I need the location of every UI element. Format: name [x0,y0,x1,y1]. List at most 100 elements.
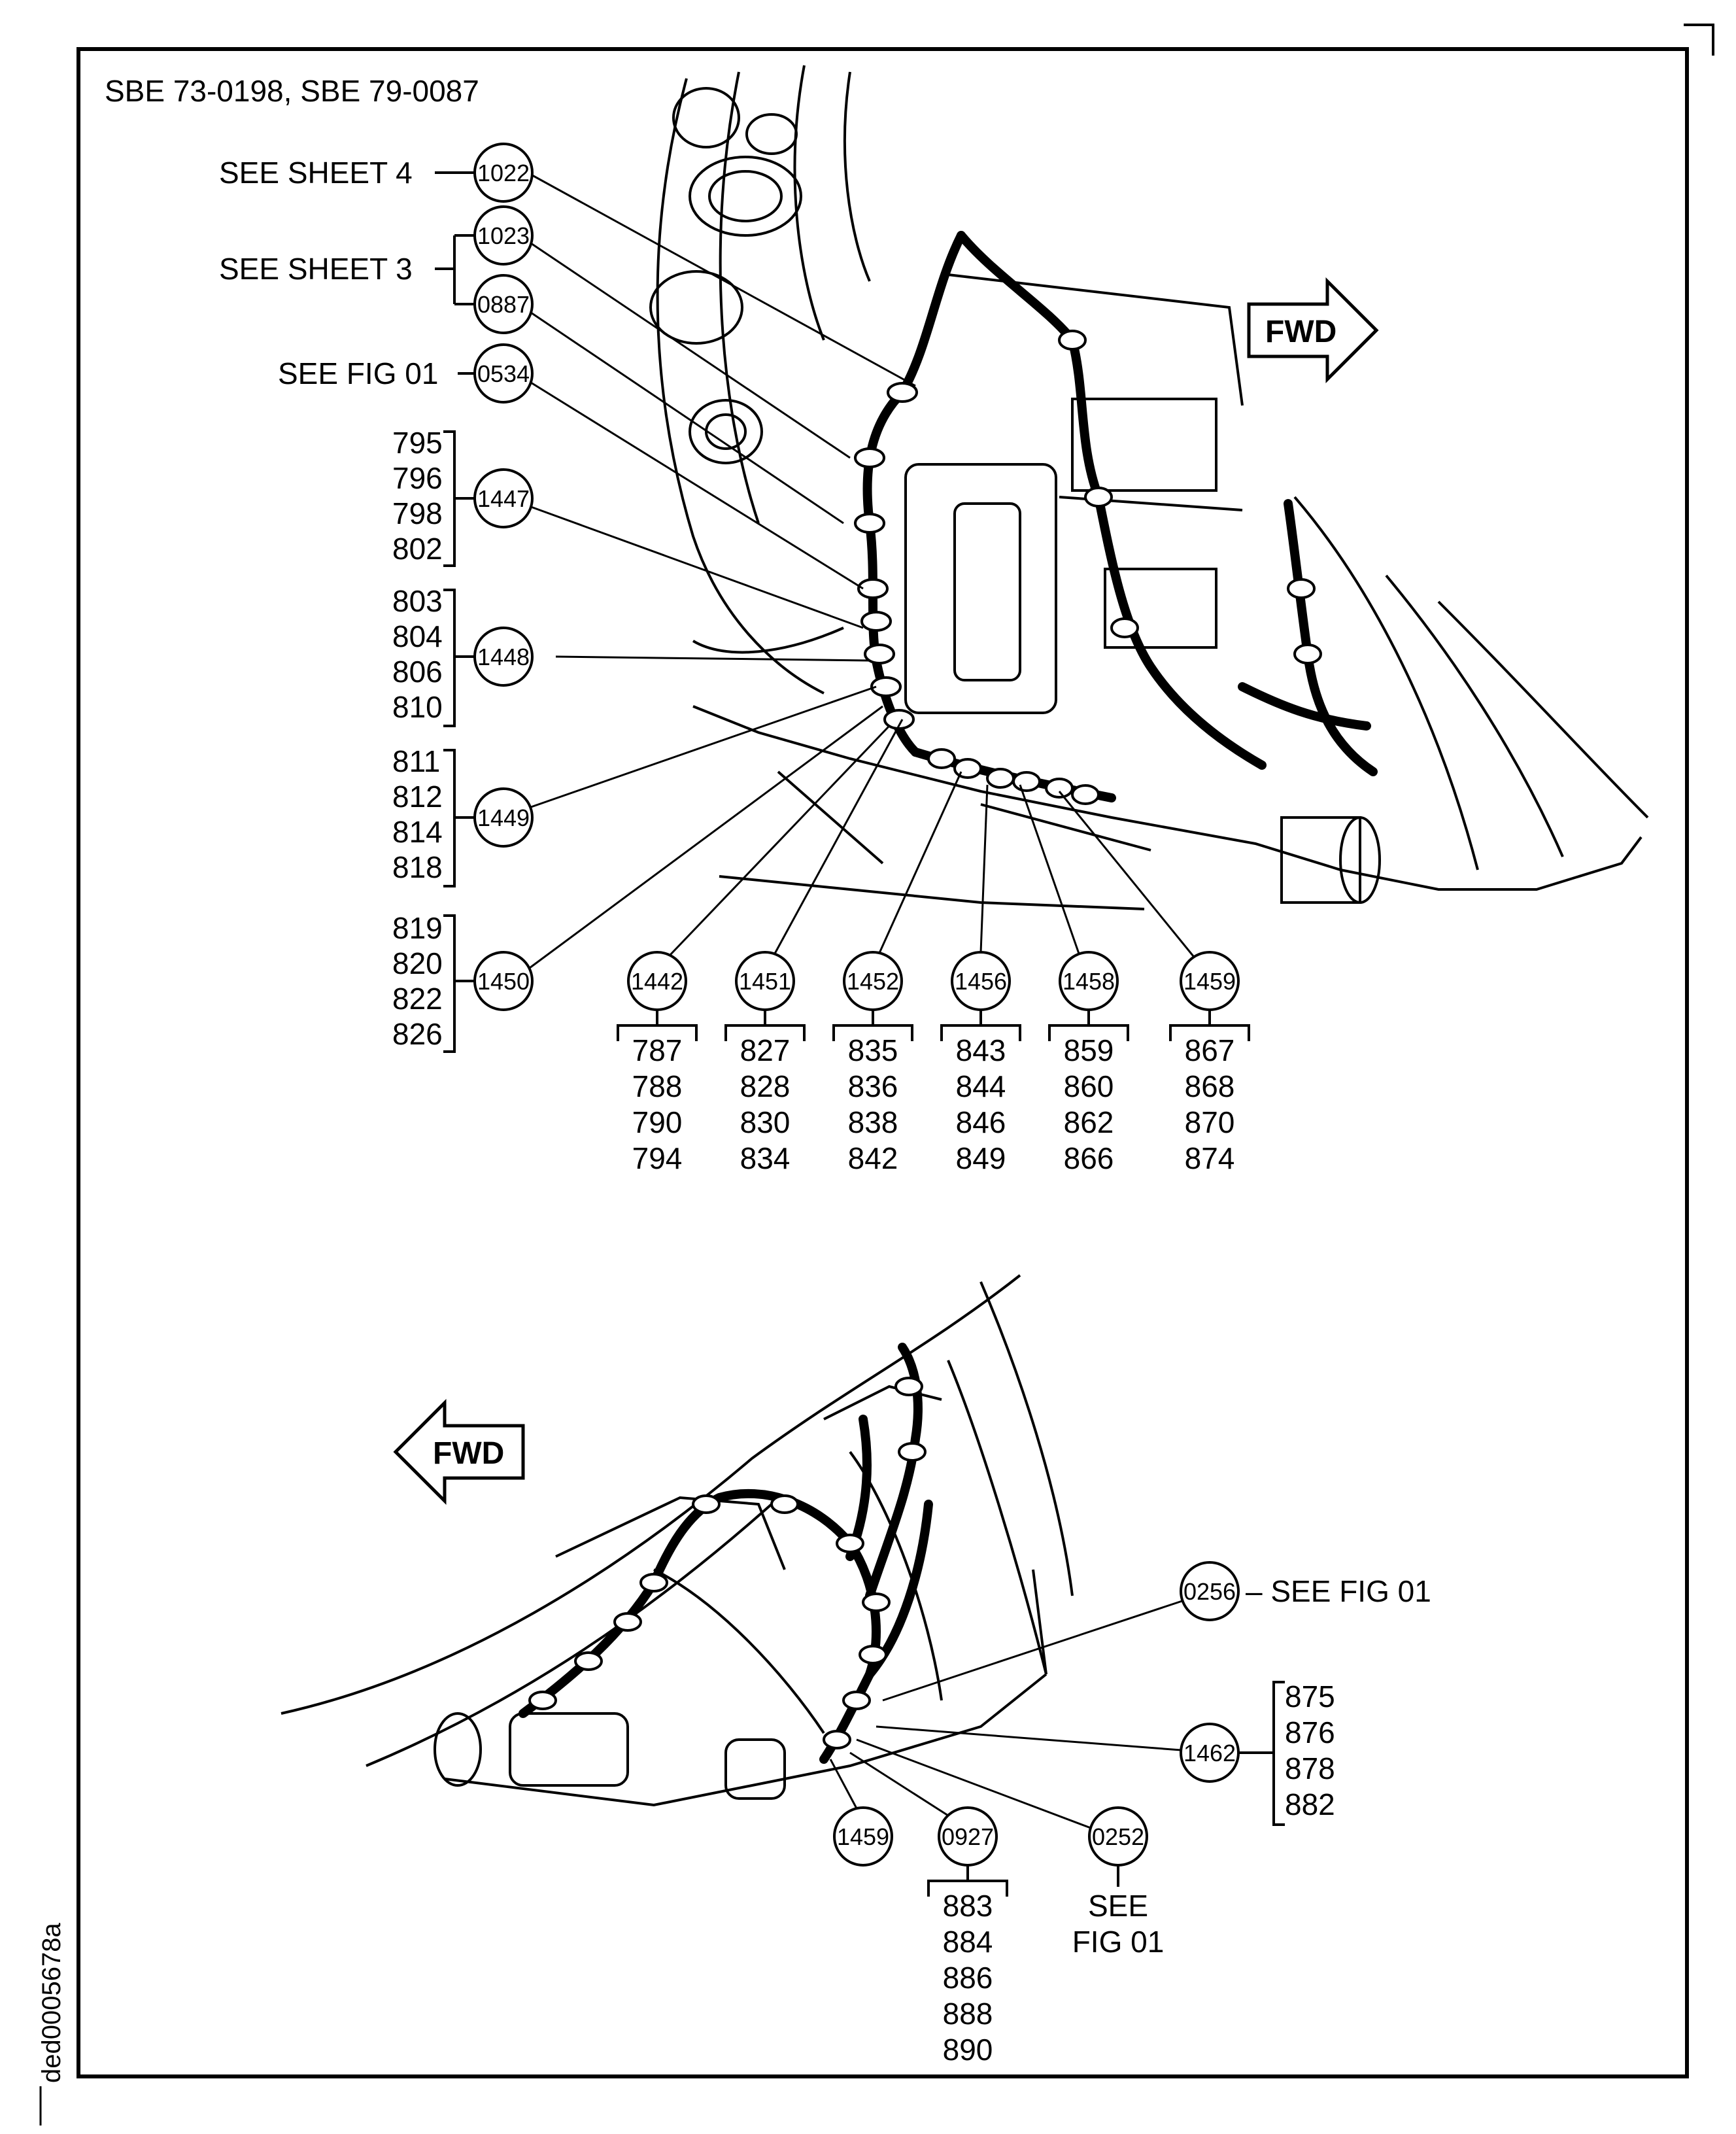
svg-text:843: 843 [956,1033,1006,1067]
svg-text:874: 874 [1185,1141,1235,1175]
group-1442: 1442 787 788 790 794 [617,725,891,1175]
svg-text:846: 846 [956,1105,1006,1139]
svg-text:886: 886 [943,1961,993,1995]
svg-text:826: 826 [392,1017,443,1051]
callout-1459-lower: 1459 [829,1759,893,1867]
group-1447: 795 796 798 802 1447 [392,426,864,629]
callout-1022: SEE SHEET 4 1022 [219,143,916,387]
svg-text:794: 794 [632,1141,683,1175]
lower-clamps [528,1377,927,1749]
svg-text:795: 795 [392,426,443,460]
svg-text:827: 827 [740,1033,791,1067]
group-1452: 1452 835 836 838 842 [832,771,962,1175]
fwd-arrow-lower: FWD [393,1398,525,1506]
svg-text:0887: 0887 [477,291,530,318]
group-1450: 819 820 822 826 1450 [392,705,883,1053]
svg-text:SEE SHEET 4: SEE SHEET 4 [219,156,413,190]
svg-text:1450: 1450 [477,968,530,995]
svg-text:888: 888 [943,1997,993,2031]
svg-text:849: 849 [956,1141,1006,1175]
group-1462: 1462 875 876 878 882 [876,1679,1335,1826]
svg-text:868: 868 [1185,1069,1235,1103]
svg-text:862: 862 [1064,1105,1114,1139]
svg-text:835: 835 [848,1033,898,1067]
svg-text:1459: 1459 [1183,968,1236,995]
group-1458: 1458 859 860 862 866 [1019,784,1129,1175]
svg-text:0534: 0534 [477,360,530,387]
svg-text:1462: 1462 [1183,1740,1236,1766]
svg-text:0256: 0256 [1183,1578,1236,1605]
svg-text:867: 867 [1185,1033,1235,1067]
svg-text:820: 820 [392,946,443,980]
group-1448: 803 804 806 810 1448 [392,584,870,727]
svg-text:884: 884 [943,1925,993,1959]
fwd-arrow-upper: FWD [1247,277,1379,384]
svg-text:812: 812 [392,780,443,814]
svg-text:870: 870 [1185,1105,1235,1139]
svg-text:804: 804 [392,619,443,653]
svg-text:818: 818 [392,850,443,884]
group-1456: 1456 843 844 846 849 [940,784,1021,1175]
svg-text:787: 787 [632,1033,683,1067]
callout-0534: SEE FIG 01 0534 [278,343,864,590]
svg-text:– SEE FIG 01: – SEE FIG 01 [1246,1574,1431,1608]
group-1459: 1459 867 868 870 874 [1058,791,1250,1175]
svg-text:1452: 1452 [847,968,899,995]
svg-text:860: 860 [1064,1069,1114,1103]
svg-text:SEE SHEET 3: SEE SHEET 3 [219,252,413,286]
upper-clamps [854,330,1322,805]
svg-text:830: 830 [740,1105,791,1139]
frame-border [77,47,1689,2078]
svg-text:859: 859 [1064,1033,1114,1067]
fwd-label-lower: FWD [433,1436,504,1471]
svg-text:810: 810 [392,690,443,724]
svg-text:1451: 1451 [739,968,791,995]
svg-text:0252: 0252 [1092,1823,1144,1850]
callout-1023-0887: SEE SHEET 3 1023 0887 [219,205,851,525]
svg-text:796: 796 [392,461,443,495]
svg-text:876: 876 [1285,1715,1335,1749]
svg-text:811: 811 [392,744,440,778]
svg-text:FIG 01: FIG 01 [1072,1925,1165,1959]
svg-text:878: 878 [1285,1751,1335,1785]
drawing-id: ded0005678a [37,1923,66,2083]
svg-text:1459: 1459 [837,1823,889,1850]
svg-text:819: 819 [392,911,443,945]
svg-text:1456: 1456 [955,968,1007,995]
upper-engine-illustration [649,65,1649,910]
svg-text:842: 842 [848,1141,898,1175]
callout-0252: 0252 SEE FIG 01 [856,1738,1165,1959]
svg-text:1022: 1022 [477,160,530,186]
svg-text:803: 803 [392,584,443,618]
svg-text:875: 875 [1285,1679,1335,1713]
header-reference: SBE 73-0198, SBE 79-0087 [105,74,479,108]
svg-text:1442: 1442 [631,968,683,995]
svg-text:814: 814 [392,815,443,849]
fwd-label-upper: FWD [1265,315,1336,349]
svg-text:844: 844 [956,1069,1006,1103]
svg-text:798: 798 [392,496,443,530]
group-1449: 811 812 814 818 1449 [392,685,877,887]
group-1451: 1451 827 828 830 834 [724,719,904,1175]
svg-text:806: 806 [392,655,443,689]
svg-text:866: 866 [1064,1141,1114,1175]
svg-text:1458: 1458 [1063,968,1115,995]
svg-text:883: 883 [943,1889,993,1923]
svg-text:SEE: SEE [1088,1889,1148,1923]
svg-text:790: 790 [632,1105,683,1139]
svg-text:838: 838 [848,1105,898,1139]
corner-mark [1684,24,1714,56]
svg-text:0927: 0927 [942,1823,994,1850]
svg-text:828: 828 [740,1069,791,1103]
svg-text:890: 890 [943,2033,993,2067]
callout-0256: 0256 – SEE FIG 01 [882,1561,1431,1702]
svg-text:836: 836 [848,1069,898,1103]
svg-text:1447: 1447 [477,485,530,512]
svg-text:788: 788 [632,1069,683,1103]
svg-text:1449: 1449 [477,804,530,831]
svg-text:822: 822 [392,982,443,1016]
svg-text:SEE FIG 01: SEE FIG 01 [278,356,438,390]
svg-text:882: 882 [1285,1787,1335,1821]
group-0927: 0927 883 884 886 888 890 [849,1751,1008,2067]
